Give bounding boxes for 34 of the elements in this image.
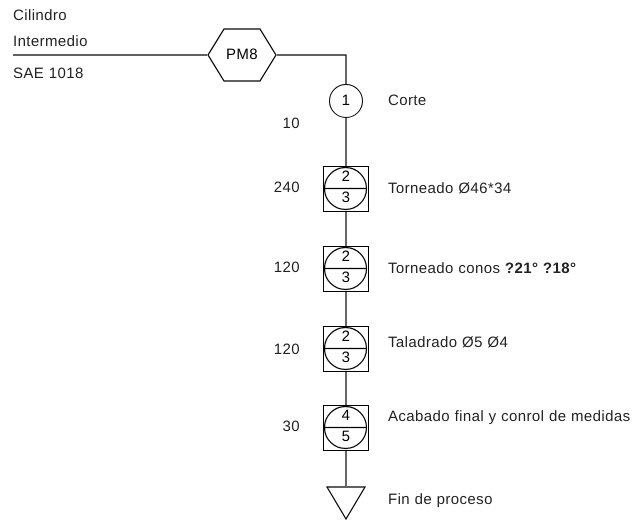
step-number: 3 (340, 189, 352, 207)
operation-description: Corte (388, 91, 428, 111)
step-number: 3 (340, 269, 352, 287)
time-value: 10 (282, 114, 300, 134)
operation-description: Acabado final y conrol de medidas (388, 407, 632, 427)
step-number: 2 (340, 248, 352, 266)
connector-line (13, 54, 207, 56)
material-label: Cilindro Intermedio (13, 4, 113, 55)
combined-operation-symbol (323, 326, 369, 372)
material-spec: SAE 1018 (13, 64, 85, 84)
combined-operation-symbol (323, 246, 369, 292)
operation-description: Torneado Ø46*34 (388, 179, 513, 199)
hexagon-symbol: PM8 (207, 28, 277, 82)
combined-operation-symbol (323, 166, 369, 212)
triangle-symbol (326, 486, 366, 520)
connector-line (345, 372, 347, 405)
operation-description: Taladrado Ø5 Ø4 (388, 333, 510, 353)
connector-line (345, 292, 347, 326)
step-number: 4 (340, 407, 352, 425)
operation-description: Torneado conos ?21° ?18° (388, 259, 578, 279)
combined-operation-symbol (323, 405, 369, 451)
connector-line (345, 212, 347, 246)
connector-line (277, 54, 347, 84)
connector-line (345, 118, 347, 166)
step-number: 2 (340, 168, 352, 186)
time-value: 120 (272, 258, 300, 278)
step-number: 5 (340, 428, 352, 446)
time-value: 240 (272, 178, 300, 198)
step-number: 2 (340, 328, 352, 346)
operation-description: Fin de proceso (388, 490, 494, 510)
connector-line (345, 451, 347, 486)
time-value: 30 (282, 417, 300, 437)
time-value: 120 (272, 340, 300, 360)
step-number: 3 (340, 349, 352, 367)
